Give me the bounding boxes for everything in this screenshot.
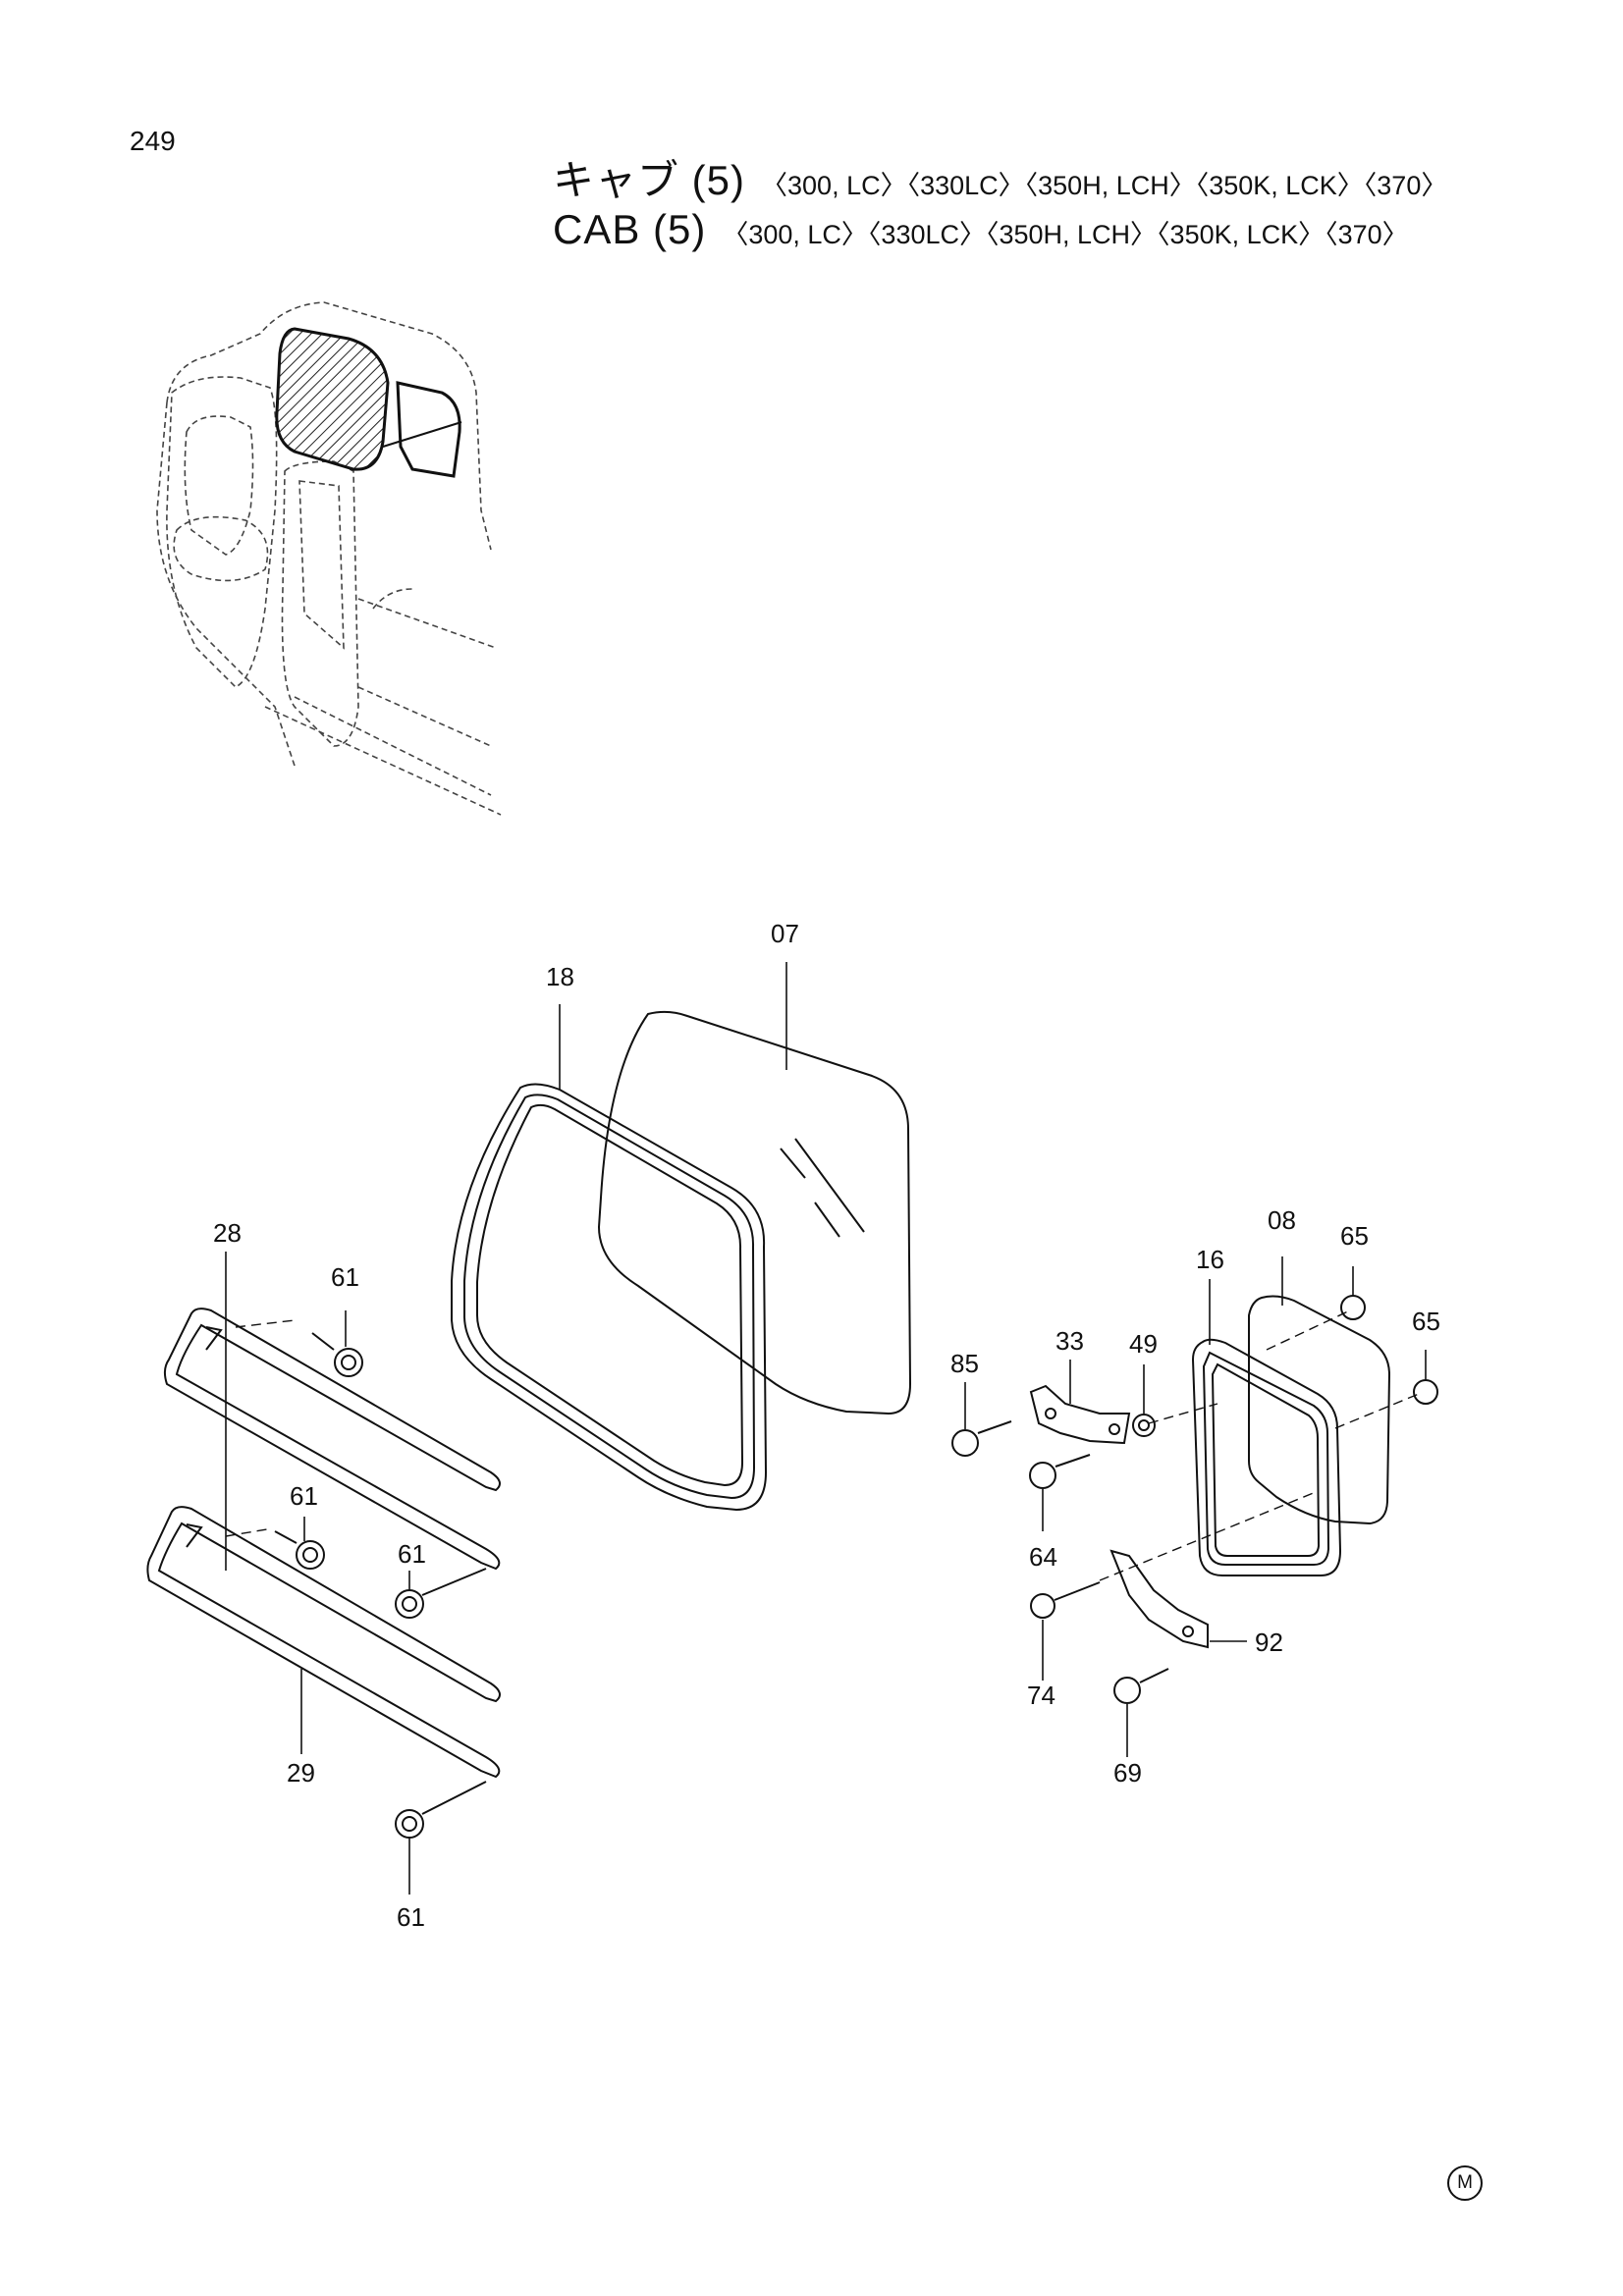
label-92: 92 <box>1255 1628 1283 1657</box>
title-japanese: キャブ (5) 〈300, LC〉〈330LC〉〈350H, LCH〉〈350K,… <box>553 147 1447 207</box>
part-16-seal <box>1191 1338 1342 1576</box>
label-49: 49 <box>1129 1329 1158 1359</box>
label-08: 08 <box>1268 1205 1296 1235</box>
title-ja-text: キャブ (5) <box>553 157 746 203</box>
part-18-seal <box>451 1083 768 1512</box>
title-en-text: CAB (5) <box>553 206 707 252</box>
title-ja-models: 〈300, LC〉〈330LC〉〈350H, LCH〉〈350K, LCK〉〈3… <box>761 171 1448 200</box>
label-61-bottom: 61 <box>397 1902 425 1932</box>
page-number: 249 <box>130 126 176 156</box>
cab-overview-illustration <box>156 301 502 816</box>
label-61-mid-left: 61 <box>290 1481 318 1511</box>
part-07-glass <box>597 1010 912 1415</box>
label-29: 29 <box>287 1758 315 1788</box>
highlighted-side-window <box>275 327 462 478</box>
assembly-dashed-lines <box>225 1309 1420 1581</box>
label-33: 33 <box>1055 1326 1084 1356</box>
title-english: CAB (5) 〈300, LC〉〈330LC〉〈350H, LCH〉〈350K,… <box>553 206 1409 253</box>
label-64: 64 <box>1029 1542 1057 1572</box>
part-labels: 07 18 28 61 61 61 29 61 85 33 49 16 08 6… <box>213 919 1440 1932</box>
label-16: 16 <box>1196 1245 1224 1274</box>
label-18: 18 <box>546 962 574 991</box>
title-en-models: 〈300, LC〉〈330LC〉〈350H, LCH〉〈350K, LCK〉〈3… <box>722 220 1409 249</box>
hardware-parts <box>951 1295 1438 1704</box>
label-65-right: 65 <box>1412 1307 1440 1336</box>
part-08-glass <box>1248 1295 1391 1525</box>
part-29-frame <box>146 1506 501 1779</box>
label-69: 69 <box>1113 1758 1142 1788</box>
leader-lines <box>225 962 1427 1895</box>
label-74: 74 <box>1027 1681 1055 1710</box>
label-61-mid-right: 61 <box>398 1539 426 1569</box>
m-mark: M <box>1447 2165 1483 2201</box>
label-07: 07 <box>771 919 799 948</box>
label-28: 28 <box>213 1218 242 1248</box>
label-85: 85 <box>950 1349 979 1378</box>
part-61-bolts <box>274 1332 487 1839</box>
label-61-top: 61 <box>331 1262 359 1292</box>
part-28-frame <box>163 1308 501 1571</box>
label-65-top: 65 <box>1340 1221 1369 1251</box>
